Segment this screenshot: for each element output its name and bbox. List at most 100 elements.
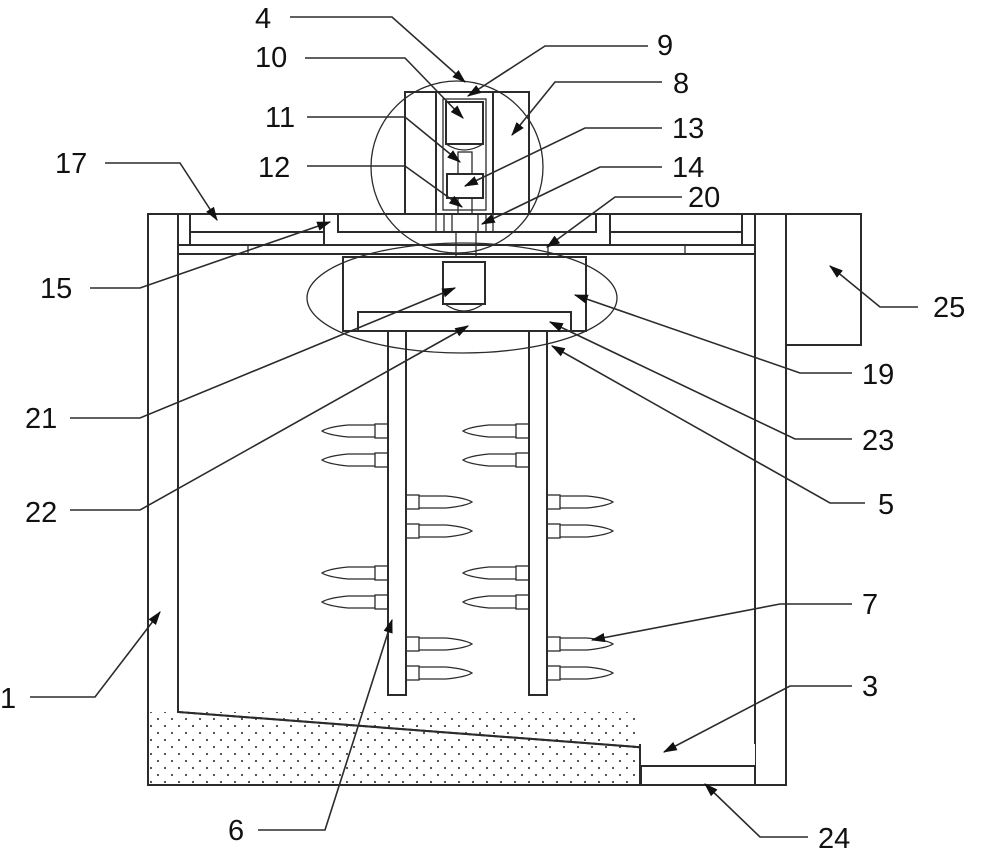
motor-housing xyxy=(404,91,530,233)
leader-line xyxy=(90,221,332,289)
callout-6: 6 xyxy=(228,618,393,847)
detail-circle-lower xyxy=(306,242,618,354)
leader-line xyxy=(573,294,852,374)
callout-21: 21 xyxy=(25,287,457,435)
tank-body xyxy=(147,213,787,786)
callout-label: 24 xyxy=(818,823,850,855)
stirring-blade xyxy=(320,423,389,439)
leader-line xyxy=(590,603,852,643)
filter-plate xyxy=(640,765,756,786)
leader-line xyxy=(548,321,852,440)
callout-label: 22 xyxy=(25,497,57,529)
callout-label: 4 xyxy=(255,3,271,35)
callout-label: 10 xyxy=(255,42,287,74)
callout-22: 22 xyxy=(25,325,470,529)
leader-line xyxy=(307,116,461,163)
stirring-blade xyxy=(405,636,474,652)
stirring-shafts xyxy=(320,330,615,696)
callout-5: 5 xyxy=(550,345,894,521)
callout-25: 25 xyxy=(829,265,965,324)
callout-19: 19 xyxy=(573,294,894,391)
callout-label: 20 xyxy=(688,182,720,214)
control-box xyxy=(785,213,862,346)
discharge-channel xyxy=(639,744,756,786)
callout-label: 15 xyxy=(40,273,72,305)
callout-4: 4 xyxy=(255,3,466,83)
leader-line xyxy=(463,127,662,187)
leader-line xyxy=(704,783,808,838)
detail-circle-upper xyxy=(370,80,544,254)
upper-motor xyxy=(445,101,484,145)
callout-20: 20 xyxy=(546,182,720,248)
callout-label: 11 xyxy=(265,102,295,134)
callout-label: 12 xyxy=(258,152,290,184)
stirring-blade xyxy=(405,523,474,539)
callout-3: 3 xyxy=(662,671,878,753)
callout-label: 17 xyxy=(55,148,87,180)
callout-label: 25 xyxy=(933,292,965,324)
stirring-blade xyxy=(546,494,615,510)
leader-line xyxy=(30,611,161,698)
tank-wall-left xyxy=(147,213,756,786)
stirring-shaft xyxy=(387,330,407,696)
callout-17: 17 xyxy=(55,148,218,221)
callout-label: 1 xyxy=(0,683,16,715)
tank-wall-right xyxy=(754,213,787,786)
callout-label: 21 xyxy=(25,403,57,435)
callout-23: 23 xyxy=(548,321,894,457)
leader-line xyxy=(550,345,865,504)
stirring-shaft xyxy=(528,330,548,696)
callout-13: 13 xyxy=(463,113,704,187)
leader-line xyxy=(290,16,466,83)
leader-line xyxy=(70,287,457,419)
callout-label: 5 xyxy=(878,489,894,521)
stirring-blade xyxy=(546,523,615,539)
leader-line xyxy=(511,81,662,136)
tank-inner-outline xyxy=(177,254,756,757)
callout-1: 1 xyxy=(0,611,161,715)
leader-line xyxy=(546,196,682,248)
stirring-blade xyxy=(461,594,530,610)
lower-motor xyxy=(442,261,486,305)
callout-label: 9 xyxy=(657,30,673,62)
leader-line xyxy=(305,57,464,119)
callout-label: 6 xyxy=(228,815,244,847)
stirring-blade xyxy=(320,452,389,468)
callout-8: 8 xyxy=(511,68,689,136)
stirring-blade xyxy=(461,565,530,581)
leader-line xyxy=(105,162,218,221)
stirring-blade xyxy=(461,452,530,468)
leader-line xyxy=(467,45,648,97)
stirring-blade xyxy=(546,665,615,681)
callout-label: 23 xyxy=(862,425,894,457)
callout-label: 8 xyxy=(673,68,689,100)
callout-label: 7 xyxy=(862,589,878,621)
callout-9: 9 xyxy=(467,30,673,97)
rotating-plate xyxy=(323,213,611,258)
leader-line xyxy=(70,325,470,511)
stirring-blade xyxy=(546,636,615,652)
leader-line xyxy=(662,685,852,753)
stirring-blade xyxy=(461,423,530,439)
callout-label: 13 xyxy=(672,113,704,145)
leader-line xyxy=(480,166,662,225)
top-cover xyxy=(177,213,756,254)
leader-line xyxy=(258,618,393,831)
callout-10: 10 xyxy=(255,42,464,119)
leader-line xyxy=(829,265,918,308)
stirring-blade xyxy=(405,494,474,510)
tank-bottom-fill xyxy=(148,712,640,785)
callout-15: 15 xyxy=(40,221,332,305)
callout-label: 3 xyxy=(862,671,878,703)
motor-shaft xyxy=(457,151,473,175)
callout-7: 7 xyxy=(590,589,878,643)
callout-24: 24 xyxy=(704,783,850,855)
leader-line xyxy=(307,165,463,208)
callout-11: 11 xyxy=(265,102,461,163)
stirring-blade xyxy=(405,665,474,681)
callout-14: 14 xyxy=(480,152,704,225)
stirring-blade xyxy=(320,594,389,610)
callout-12: 12 xyxy=(258,152,463,208)
callout-label: 19 xyxy=(862,359,894,391)
